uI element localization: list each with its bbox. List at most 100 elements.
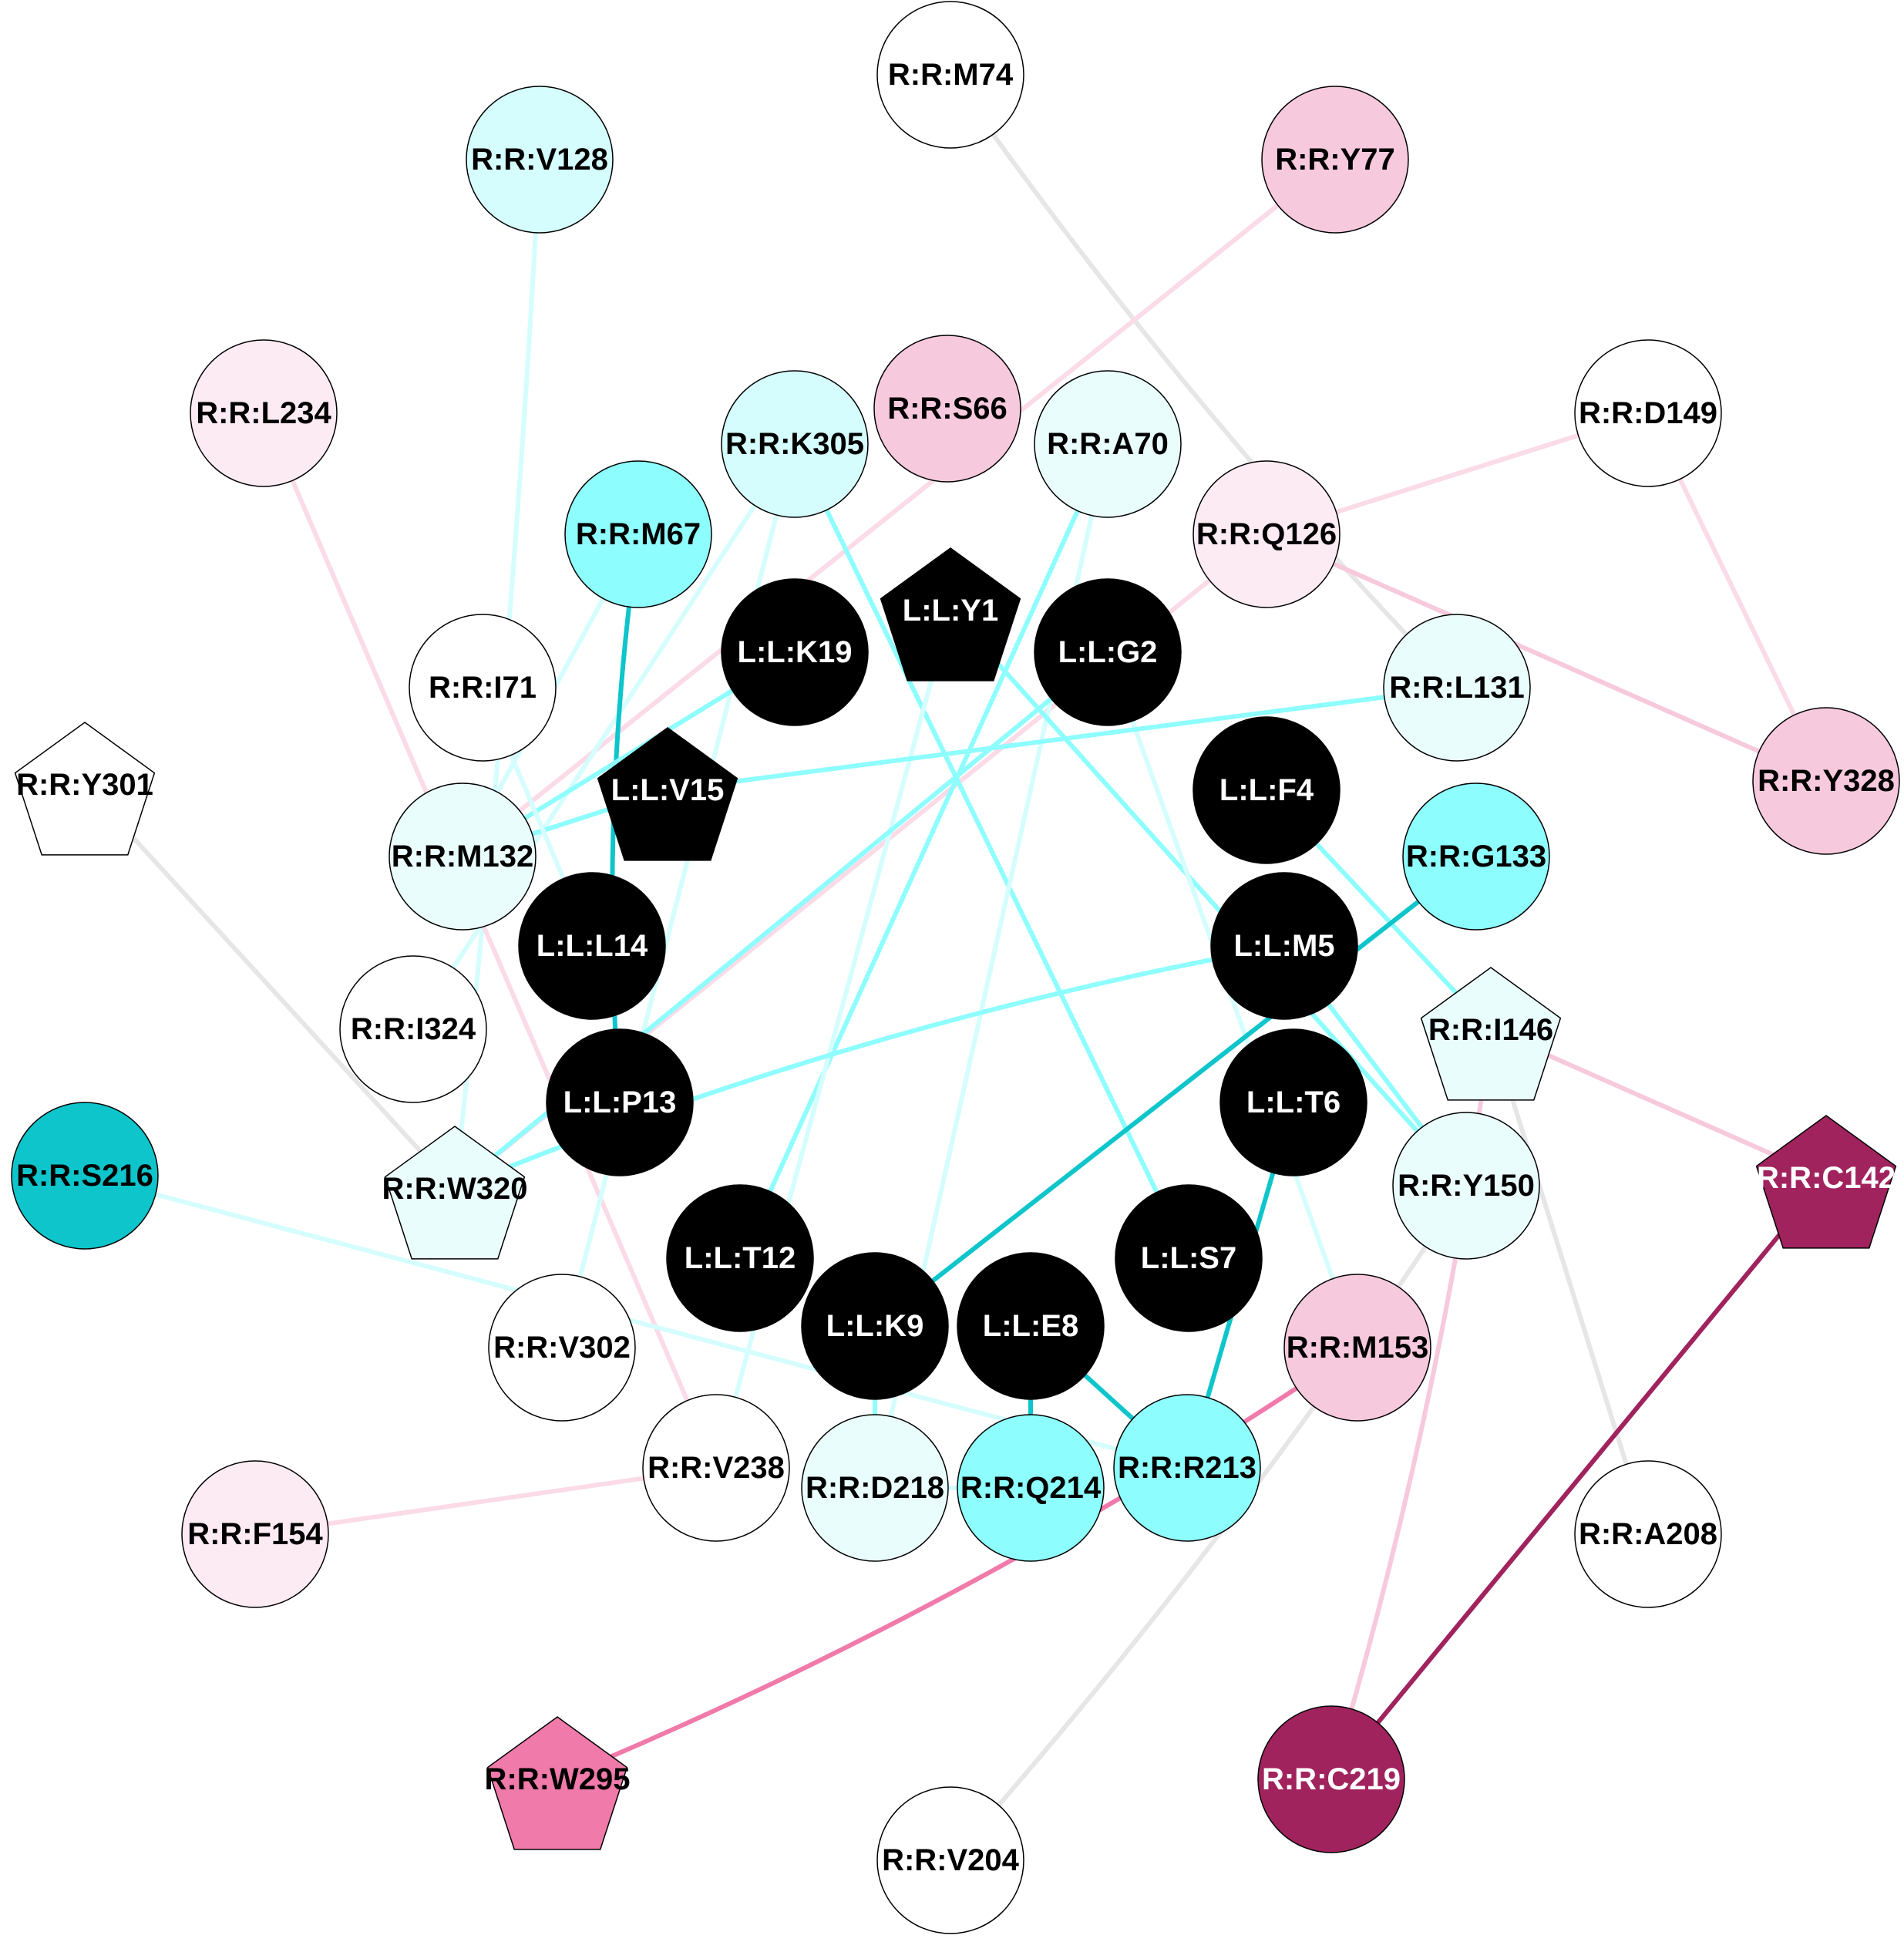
- node-label: R:R:V128: [471, 143, 608, 177]
- node-circle: [488, 1274, 636, 1422]
- node-circle: [339, 955, 487, 1103]
- node-l-l-l14[interactable]: L:L:L14: [518, 872, 666, 1020]
- node-r-r-m153[interactable]: R:R:M153: [1283, 1274, 1431, 1422]
- node-r-r-v302[interactable]: R:R:V302: [488, 1274, 636, 1422]
- node-r-r-c142[interactable]: R:R:C142: [1755, 1115, 1897, 1249]
- node-l-l-f4[interactable]: L:L:F4: [1193, 716, 1341, 864]
- node-circle: [721, 578, 869, 726]
- node-circle: [181, 1460, 329, 1608]
- node-r-r-l131[interactable]: R:R:L131: [1383, 614, 1531, 762]
- node-label: R:R:C142: [1757, 1161, 1896, 1195]
- node-r-r-m67[interactable]: R:R:M67: [564, 460, 712, 608]
- node-label: R:R:I146: [1428, 1013, 1553, 1047]
- node-label: R:R:M67: [576, 517, 701, 551]
- node-circle: [642, 1394, 790, 1542]
- node-label: R:R:W320: [382, 1172, 528, 1206]
- node-label: R:R:S216: [16, 1159, 153, 1193]
- node-r-r-v238[interactable]: R:R:V238: [642, 1394, 790, 1542]
- node-r-r-k305[interactable]: R:R:K305: [721, 370, 869, 518]
- node-r-r-m74[interactable]: R:R:M74: [876, 1, 1024, 149]
- node-r-r-y150[interactable]: R:R:Y150: [1392, 1112, 1540, 1260]
- node-label: R:R:V204: [882, 1843, 1020, 1877]
- node-r-r-f154[interactable]: R:R:F154: [181, 1460, 329, 1608]
- node-l-l-g2[interactable]: L:L:G2: [1034, 578, 1182, 726]
- node-r-r-l234[interactable]: R:R:L234: [190, 339, 338, 487]
- node-r-r-a70[interactable]: R:R:A70: [1034, 370, 1182, 518]
- node-r-r-i146[interactable]: R:R:I146: [1420, 967, 1562, 1101]
- node-circle: [1219, 1028, 1367, 1176]
- node-label: R:R:D218: [806, 1471, 944, 1505]
- edge-r-r-g133-l-l-k9: [873, 854, 1478, 1328]
- node-circle: [1392, 1112, 1540, 1260]
- node-r-r-v128[interactable]: R:R:V128: [466, 86, 614, 234]
- node-pentagon: [14, 722, 156, 856]
- node-r-r-w295[interactable]: R:R:W295: [485, 1716, 631, 1850]
- node-label: R:R:A70: [1047, 427, 1169, 461]
- node-l-l-m5[interactable]: L:L:M5: [1210, 872, 1358, 1020]
- node-circle: [957, 1414, 1105, 1562]
- node-r-r-g133[interactable]: R:R:G133: [1402, 783, 1550, 931]
- node-circle: [1574, 339, 1722, 487]
- node-r-r-y328[interactable]: R:R:Y328: [1752, 707, 1900, 855]
- node-circle: [1193, 460, 1341, 608]
- node-l-l-k9[interactable]: L:L:K9: [801, 1252, 949, 1400]
- node-label: R:R:K305: [725, 427, 864, 461]
- node-r-r-s66[interactable]: R:R:S66: [873, 335, 1021, 483]
- node-l-l-s7[interactable]: L:L:S7: [1115, 1184, 1263, 1332]
- node-label: R:R:A208: [1579, 1517, 1717, 1551]
- node-r-r-r213[interactable]: R:R:R213: [1113, 1394, 1261, 1542]
- node-l-l-p13[interactable]: L:L:P13: [546, 1028, 694, 1176]
- node-label: R:R:I71: [429, 671, 537, 705]
- node-r-r-q214[interactable]: R:R:Q214: [957, 1414, 1105, 1562]
- edge-r-r-m74-r-r-l131: [948, 73, 1459, 690]
- node-label: L:L:M5: [1233, 929, 1334, 963]
- node-label: L:L:P13: [563, 1085, 677, 1119]
- node-circle: [1034, 578, 1182, 726]
- node-circle: [389, 783, 537, 931]
- node-label: L:L:F4: [1219, 773, 1314, 807]
- node-r-r-q126[interactable]: R:R:Q126: [1193, 460, 1341, 608]
- node-circle: [1383, 614, 1531, 762]
- node-r-r-a208[interactable]: R:R:A208: [1574, 1460, 1722, 1608]
- node-label: R:R:M74: [888, 58, 1014, 92]
- node-l-l-v15[interactable]: L:L:V15: [597, 727, 738, 861]
- node-label: R:R:G133: [1406, 840, 1546, 873]
- node-r-r-m132[interactable]: R:R:M132: [389, 783, 537, 931]
- node-label: R:R:C219: [1262, 1762, 1401, 1796]
- node-r-r-c219[interactable]: R:R:C219: [1257, 1705, 1405, 1853]
- node-label: R:R:V302: [493, 1331, 631, 1365]
- node-r-r-s216[interactable]: R:R:S216: [11, 1102, 159, 1250]
- node-label: R:R:Y301: [16, 768, 153, 802]
- node-r-r-v204[interactable]: R:R:V204: [876, 1786, 1024, 1934]
- edge-r-r-q126-r-r-y328: [1265, 532, 1828, 783]
- node-circle: [190, 339, 338, 487]
- node-label: R:R:Y150: [1398, 1169, 1535, 1203]
- node-label: R:R:Y328: [1758, 764, 1895, 798]
- node-label: L:L:L14: [537, 929, 648, 963]
- edge-r-r-a70-l-l-t12: [738, 443, 1110, 1260]
- node-r-r-d149[interactable]: R:R:D149: [1574, 339, 1722, 487]
- node-label: L:L:G2: [1058, 635, 1158, 669]
- node-label: R:R:Q214: [960, 1471, 1102, 1505]
- node-label: R:R:L234: [196, 396, 331, 430]
- node-label: R:R:Y77: [1275, 143, 1395, 177]
- node-circle: [546, 1028, 694, 1176]
- node-l-l-e8[interactable]: L:L:E8: [957, 1252, 1105, 1400]
- node-r-r-y77[interactable]: R:R:Y77: [1261, 86, 1409, 234]
- node-r-r-d218[interactable]: R:R:D218: [801, 1414, 949, 1562]
- node-r-r-y301[interactable]: R:R:Y301: [14, 722, 156, 856]
- edge-r-r-k305-r-r-v302: [560, 443, 797, 1348]
- node-l-l-y1[interactable]: L:L:Y1: [880, 547, 1021, 682]
- node-circle: [1574, 1460, 1722, 1608]
- node-l-l-t12[interactable]: L:L:T12: [666, 1184, 814, 1332]
- node-circle: [1257, 1705, 1405, 1853]
- node-label: R:R:Q126: [1196, 517, 1337, 551]
- node-circle: [11, 1102, 159, 1250]
- node-l-l-k19[interactable]: L:L:K19: [721, 578, 869, 726]
- node-r-r-i71[interactable]: R:R:I71: [409, 614, 557, 762]
- node-circle: [1113, 1394, 1261, 1542]
- node-r-r-w320[interactable]: R:R:W320: [382, 1126, 528, 1260]
- node-r-r-i324[interactable]: R:R:I324: [339, 955, 487, 1103]
- node-label: L:L:T6: [1246, 1085, 1341, 1119]
- node-l-l-t6[interactable]: L:L:T6: [1219, 1028, 1367, 1176]
